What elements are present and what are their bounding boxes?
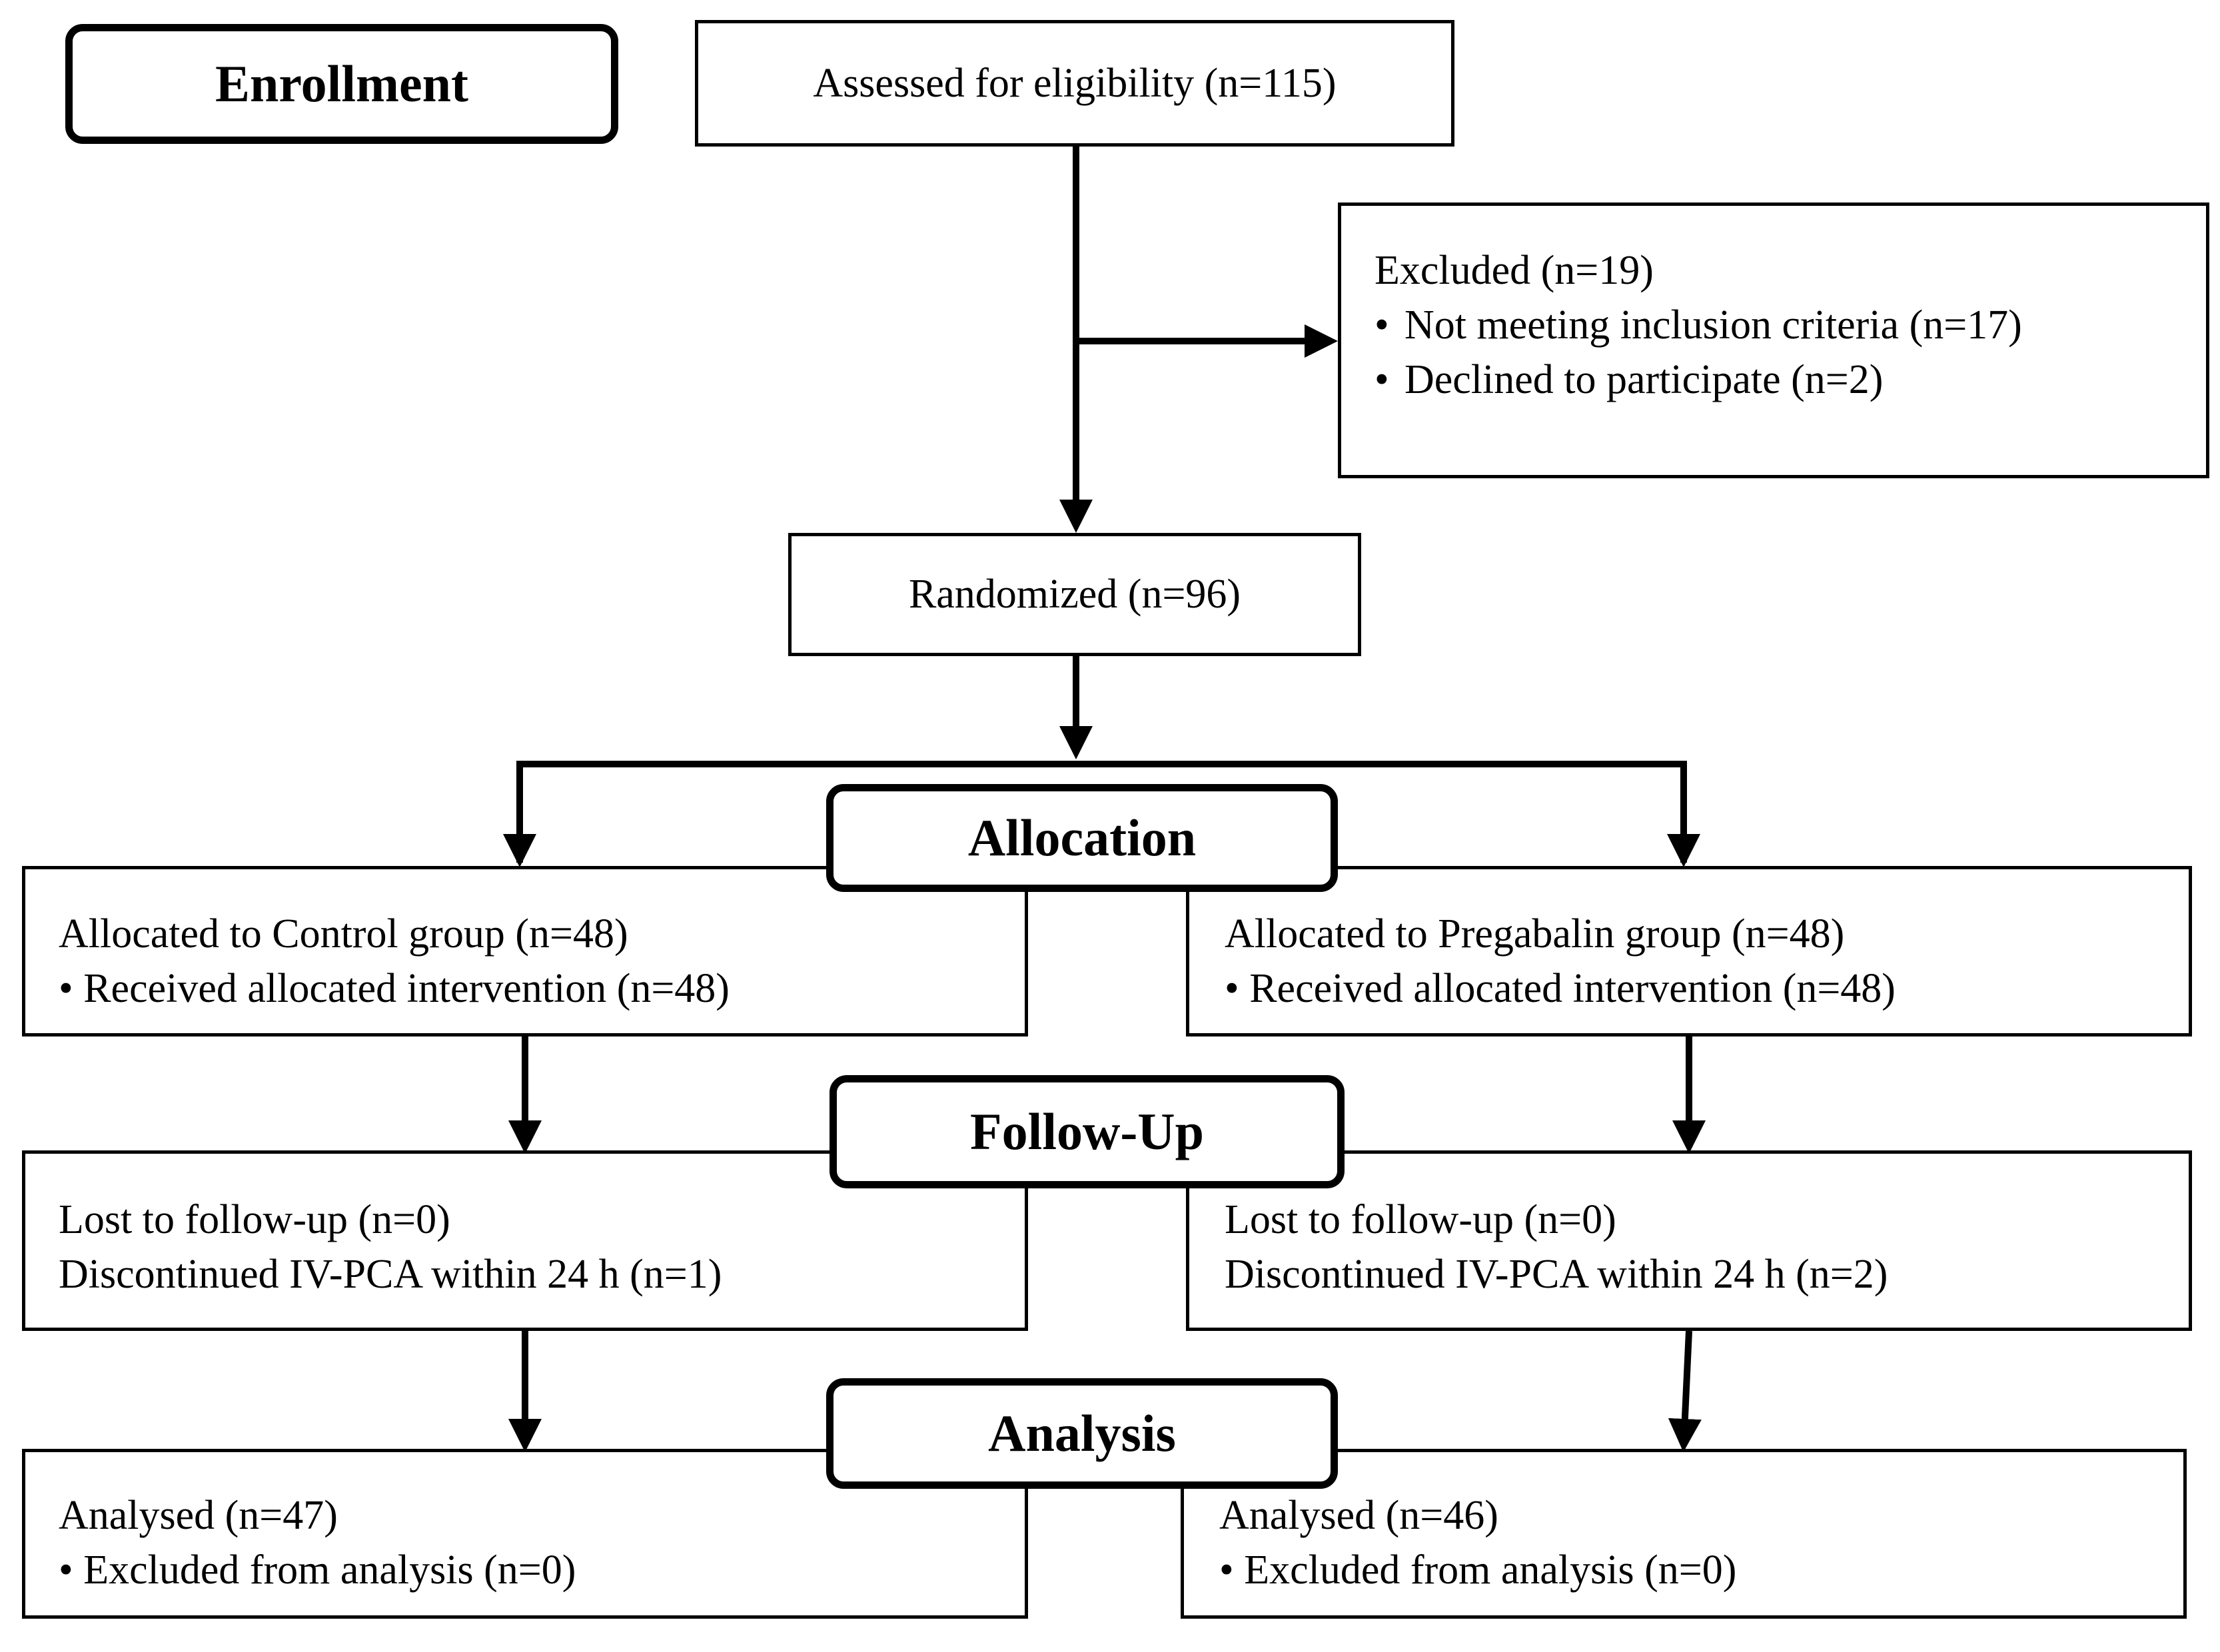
pregabalin-analysis-box: Analysed (n=46) • Excluded from analysis… [1181, 1449, 2187, 1619]
control-allocation-box: Allocated to Control group (n=48) • Rece… [22, 866, 1028, 1036]
excluded-item-declined: Declined to participate (n=2) [1404, 357, 1884, 402]
excluded-bullet-2: • [1375, 357, 1389, 402]
excluded-bullet-1: • [1375, 302, 1389, 348]
enrollment-stage-label: Enrollment [65, 24, 618, 144]
arrow-pregabalin-followup-to-analysis [1668, 1330, 1702, 1452]
control-analysed-title: Analysed (n=47) [59, 1493, 338, 1538]
follow-up-stage-label: Follow-Up [830, 1075, 1345, 1188]
assessed-text: Assessed for eligibility (n=115) [813, 60, 1337, 106]
control-lost-to-follow-up: Lost to follow-up (n=0) [59, 1197, 450, 1242]
split-line [516, 761, 1687, 863]
control-excluded-from-analysis: • Excluded from analysis (n=0) [59, 1547, 576, 1593]
allocation-stage-label: Allocation [826, 784, 1338, 892]
excluded-item-inclusion: Not meeting inclusion criteria (n=17) [1404, 302, 2022, 348]
assessed-box: Assessed for eligibility (n=115) [695, 20, 1454, 147]
pregabalin-allocation-item: • Received allocated intervention (n=48) [1225, 966, 1896, 1011]
pregabalin-allocation-title: Allocated to Pregabalin group (n=48) [1225, 911, 1845, 957]
pregabalin-follow-up-box: Lost to follow-up (n=0) Discontinued IV-… [1186, 1150, 2192, 1331]
randomized-box: Randomized (n=96) [788, 533, 1361, 656]
control-discontinued: Discontinued IV-PCA within 24 h (n=1) [59, 1252, 722, 1297]
analysis-stage-label: Analysis [826, 1378, 1338, 1489]
pregabalin-analysed-title: Analysed (n=46) [1219, 1493, 1498, 1538]
pregabalin-allocation-box: Allocated to Pregabalin group (n=48) • R… [1186, 866, 2192, 1036]
pregabalin-discontinued: Discontinued IV-PCA within 24 h (n=2) [1225, 1252, 1888, 1297]
randomized-text: Randomized (n=96) [908, 572, 1241, 617]
pregabalin-excluded-from-analysis: • Excluded from analysis (n=0) [1219, 1547, 1737, 1593]
excluded-box: Excluded (n=19) • Not meeting inclusion … [1338, 203, 2209, 478]
pregabalin-lost-to-follow-up: Lost to follow-up (n=0) [1225, 1197, 1616, 1242]
control-allocation-title: Allocated to Control group (n=48) [59, 911, 628, 957]
excluded-title: Excluded (n=19) [1375, 248, 1654, 293]
control-allocation-item: • Received allocated intervention (n=48) [59, 966, 730, 1011]
